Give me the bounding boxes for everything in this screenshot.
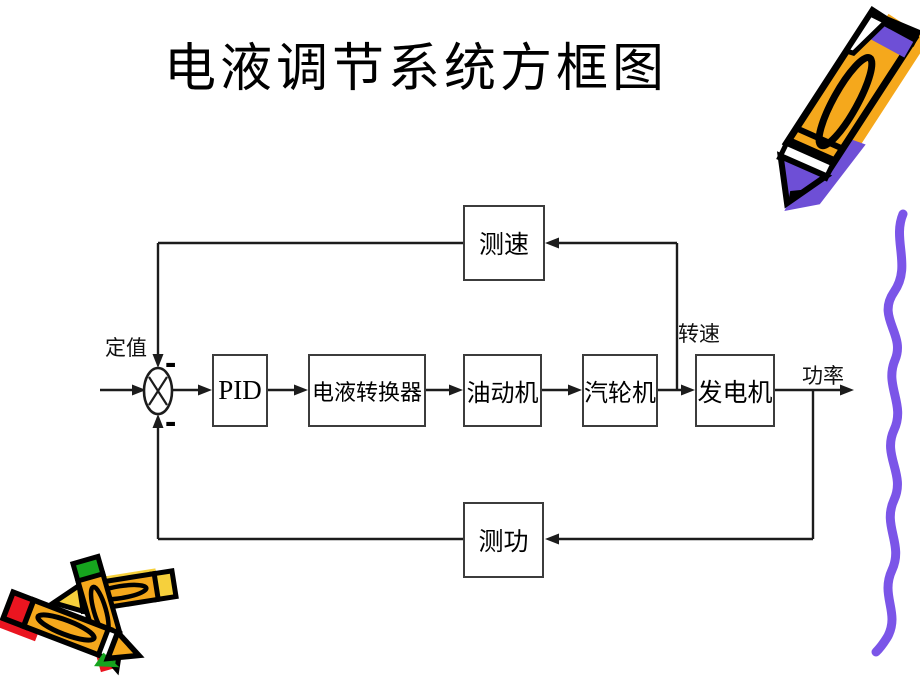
crayons-clipart [0,553,179,676]
arrow-output [840,384,854,396]
block-servomotor: 油动机 [463,354,542,427]
crayon-front [0,588,145,668]
pencil-stripes [787,125,844,164]
arrow-into-pid [198,384,212,396]
crayon-front-tip [103,627,145,662]
squiggle-line [871,209,908,657]
summing-junction-icon [142,366,174,416]
arrow-into-generator [681,384,695,396]
label-power: 功率 [802,364,844,388]
block-turbine: 汽轮机 [582,354,658,427]
arrow-into-sum-left [132,384,146,396]
arrow-into-turbine [568,384,582,396]
block-speed-sensor: 测速 [463,205,545,281]
sum-minus-top: - [165,344,177,382]
pencil-highlight-white [842,10,891,56]
connector-lines [100,241,840,541]
arrowheads [132,237,854,545]
crayon-front-highlight [35,612,97,643]
block-converter: 电液转换器 [308,354,426,427]
sum-cross [148,376,168,406]
arrow-into-servomotor [449,384,463,396]
label-speed: 转速 [678,322,720,346]
block-pid: PID [212,354,268,427]
arrow-into-speed-sensor [545,237,559,249]
label-setpoint: 定值 [105,336,147,360]
sum-minus-bottom: - [165,403,177,441]
block-power-sensor: 测功 [463,502,544,578]
arrow-into-power-sensor [545,533,559,545]
arrow-into-converter [294,384,308,396]
arrow-into-sum-top [152,354,164,368]
block-generator: 发电机 [695,354,775,427]
pencil-clipart [776,5,920,211]
arrow-into-sum-bottom [152,414,164,428]
pencil-body-outline [815,54,876,150]
signal-path-lines [100,241,840,541]
slide-title: 电液调节系统方框图 [164,41,669,98]
